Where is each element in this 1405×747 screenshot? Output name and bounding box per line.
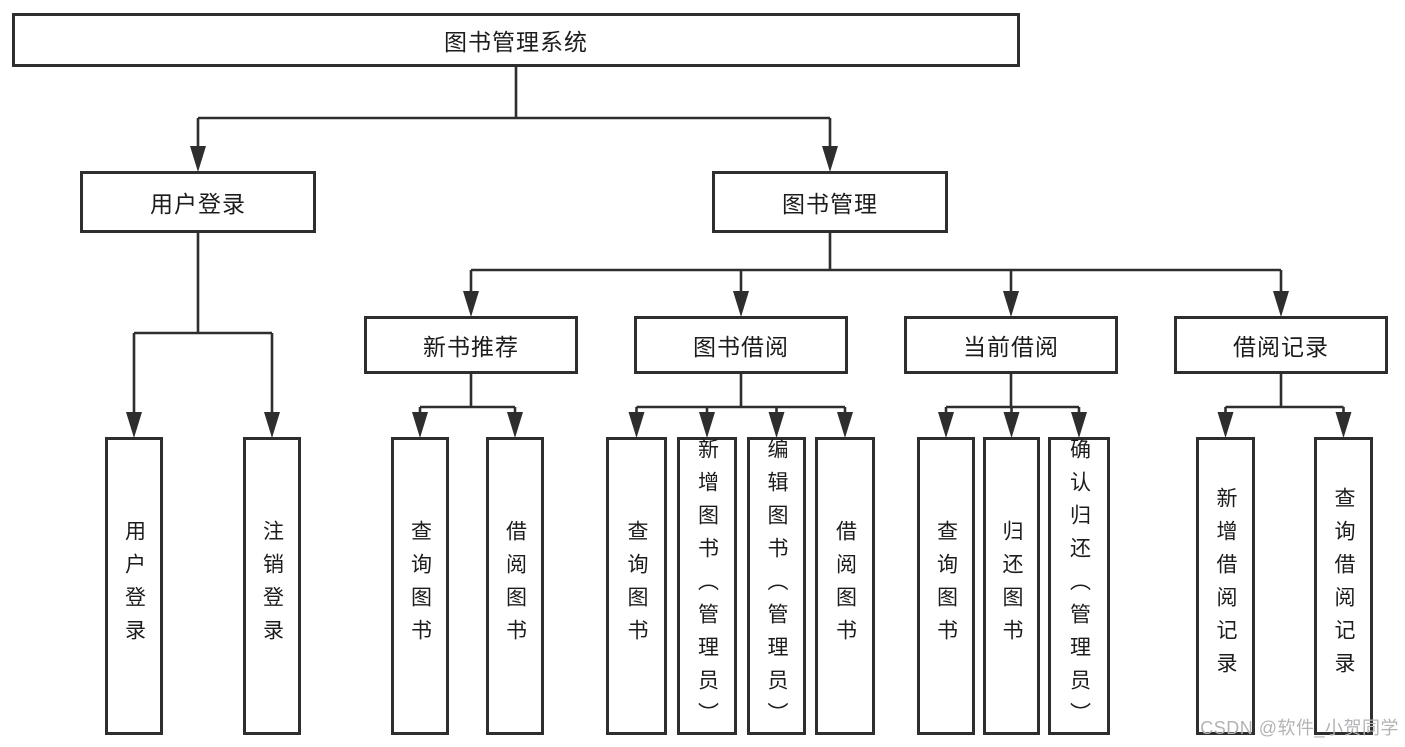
- node-bb-edit: 编辑图书（管理员）: [747, 437, 806, 735]
- node-login: 用户登录: [80, 171, 316, 233]
- node-label: 确认归还（管理员）: [1067, 437, 1091, 735]
- node-label: 查询借阅记录: [1332, 487, 1355, 685]
- arrowhead-icon: [412, 412, 428, 438]
- arrowhead-icon: [1003, 412, 1020, 438]
- node-label: 新增借阅记录: [1214, 487, 1237, 685]
- arrowhead-icon: [1071, 412, 1087, 438]
- node-bb-add: 新增图书（管理员）: [677, 437, 737, 735]
- node-root: 图书管理系统: [12, 13, 1020, 67]
- node-records: 借阅记录: [1174, 316, 1388, 374]
- arrowhead-icon: [628, 412, 645, 438]
- node-label: 图书借阅: [693, 334, 789, 360]
- node-label: 借阅记录: [1233, 334, 1329, 360]
- node-label: 用户登录: [150, 191, 246, 217]
- node-mgmt: 图书管理: [712, 171, 948, 233]
- arrowhead-icon: [190, 146, 206, 172]
- node-label: 用户登录: [122, 520, 146, 652]
- node-rec-query: 查询借阅记录: [1314, 437, 1373, 735]
- node-label: 注销登录: [260, 520, 284, 652]
- node-newbook: 新书推荐: [364, 316, 578, 374]
- node-label: 借阅图书: [833, 520, 857, 652]
- arrowhead-icon: [1003, 291, 1019, 317]
- node-login-logout: 注销登录: [243, 437, 301, 735]
- arrowhead-icon: [126, 412, 142, 438]
- arrowhead-icon: [463, 291, 479, 317]
- node-bookborrow: 图书借阅: [634, 316, 848, 374]
- arrowhead-icon: [938, 412, 954, 438]
- node-label: 借阅图书: [503, 520, 527, 652]
- node-nb-borrow: 借阅图书: [486, 437, 544, 735]
- arrowhead-icon: [1335, 412, 1352, 438]
- node-label: 编辑图书（管理员）: [765, 437, 788, 735]
- arrowhead-icon: [1217, 412, 1234, 438]
- node-label: 图书管理: [782, 191, 878, 217]
- node-current: 当前借阅: [904, 316, 1118, 374]
- node-label: 新增图书（管理员）: [695, 437, 719, 735]
- node-login-user: 用户登录: [105, 437, 163, 735]
- arrowhead-icon: [699, 412, 715, 438]
- node-label: 查询图书: [625, 520, 648, 652]
- node-label: 图书管理系统: [444, 29, 588, 55]
- arrowhead-icon: [507, 412, 523, 438]
- arrowhead-icon: [837, 412, 853, 438]
- node-cur-confirm: 确认归还（管理员）: [1048, 437, 1110, 735]
- node-bb-query: 查询图书: [606, 437, 667, 735]
- node-label: 查询图书: [934, 520, 958, 652]
- arrowhead-icon: [1273, 291, 1289, 317]
- node-label: 当前借阅: [963, 334, 1059, 360]
- arrowhead-icon: [733, 291, 749, 317]
- node-nb-query: 查询图书: [391, 437, 449, 735]
- node-label: 归还图书: [1000, 520, 1023, 652]
- arrowhead-icon: [264, 412, 280, 438]
- arrowhead-icon: [768, 412, 785, 438]
- node-cur-return: 归还图书: [983, 437, 1040, 735]
- node-bb-borrow: 借阅图书: [815, 437, 875, 735]
- node-label: 新书推荐: [423, 334, 519, 360]
- node-rec-add: 新增借阅记录: [1196, 437, 1255, 735]
- node-cur-query: 查询图书: [917, 437, 975, 735]
- arrowhead-icon: [822, 146, 838, 172]
- csdn-watermark: CSDN @软件_小贺同学: [1200, 718, 1399, 738]
- node-label: 查询图书: [408, 520, 432, 652]
